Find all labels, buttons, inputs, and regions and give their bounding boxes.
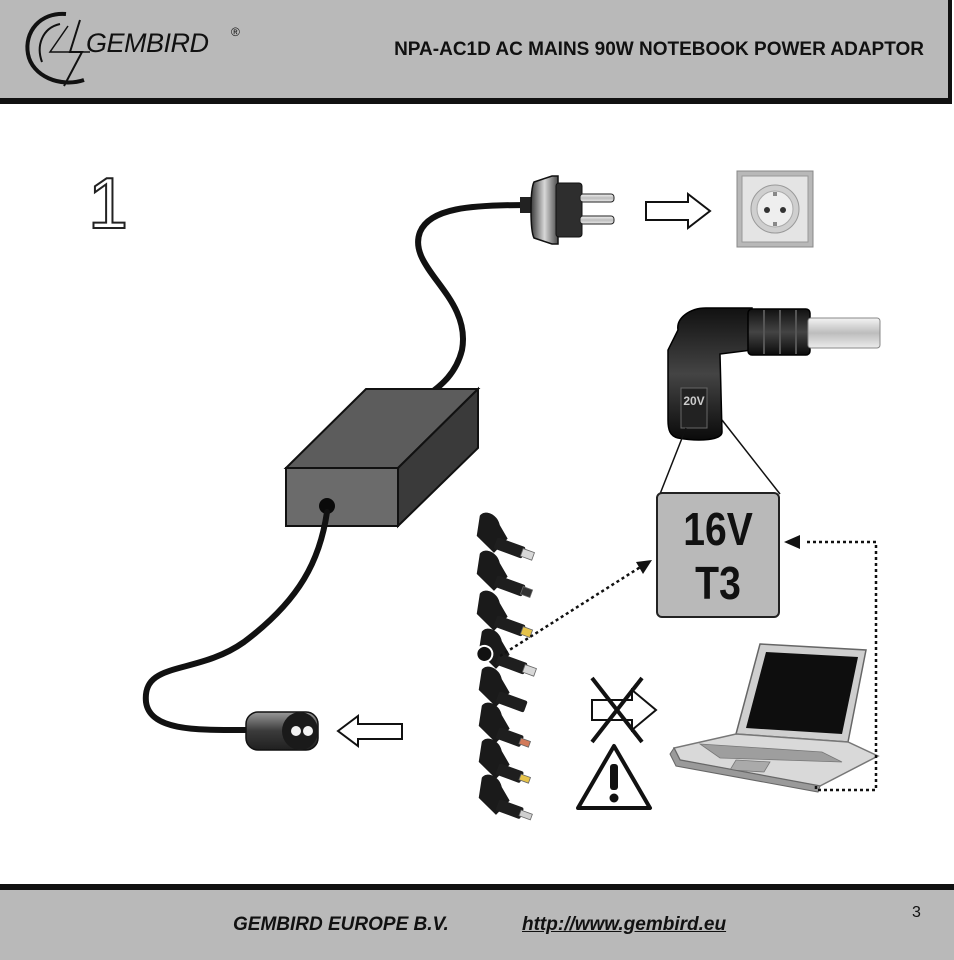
step-number: 1	[87, 164, 129, 244]
tip-set	[475, 512, 537, 821]
warning-triangle-icon	[576, 744, 652, 810]
website-link[interactable]: http://www.gembird.eu	[522, 914, 727, 935]
dotted-pointer-line	[499, 564, 643, 658]
tip-item-selected	[475, 628, 537, 677]
tip-item	[476, 590, 534, 639]
page-header: GEMBIRD ® NPA-AC1D AC MAINS 90W NOTEBOOK…	[0, 0, 952, 104]
company-name: GEMBIRD EUROPE B.V.	[233, 914, 449, 935]
brand-name: GEMBIRD	[86, 28, 209, 58]
tip-item	[478, 666, 528, 713]
callout-line-right	[721, 419, 781, 495]
tip-code: T3	[695, 557, 741, 609]
arrow-right-icon	[645, 191, 712, 231]
dc-cable	[142, 509, 330, 734]
tip-item	[478, 738, 532, 784]
laptop-label-dotted-line	[806, 540, 878, 792]
callout-line-left	[659, 427, 687, 495]
dc-plug-icon	[245, 711, 319, 751]
page-footer: GEMBIRD EUROPE B.V. http://www.gembird.e…	[0, 884, 954, 960]
mains-cable	[415, 202, 531, 395]
page-title: NPA-AC1D AC MAINS 90W NOTEBOOK POWER ADA…	[394, 39, 924, 60]
dotted-pointer-arrowhead	[636, 560, 652, 574]
tip-item	[478, 702, 532, 748]
tip-item	[476, 550, 534, 599]
no-connect-icon	[590, 676, 658, 744]
tip-item	[478, 774, 533, 821]
arrow-left-icon	[336, 714, 403, 748]
power-adapter-brick	[283, 386, 481, 529]
laptop-label-arrowhead	[784, 535, 800, 549]
page-number: 3	[912, 904, 921, 921]
gembird-logo-icon	[25, 11, 90, 87]
notebook-computer	[669, 643, 880, 793]
tip-item	[476, 512, 535, 561]
registered-mark: ®	[231, 25, 240, 39]
notebook-tip-connector: 20V	[667, 307, 881, 441]
voltage-tip-label: 16V T3	[656, 492, 780, 618]
wall-socket-icon	[736, 170, 814, 248]
tip-marking: 20V	[683, 394, 704, 408]
voltage-value: 16V	[683, 503, 753, 555]
mains-plug-icon	[520, 175, 615, 245]
